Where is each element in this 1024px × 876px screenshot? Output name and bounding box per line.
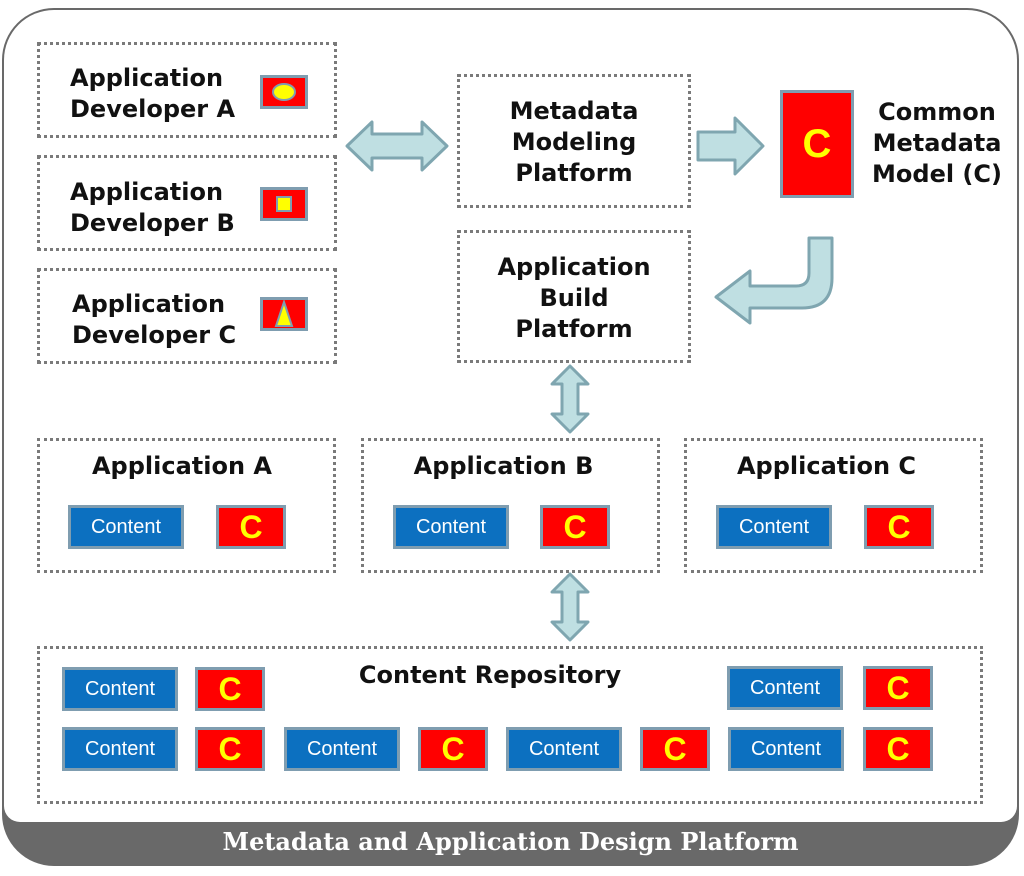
square-icon [260,187,308,221]
repository-content-item: Content [62,667,178,711]
common-model-block: C [780,90,854,198]
content-repository-box [37,646,983,804]
application-b-title: Application B [413,452,594,480]
developer-a-line2: Developer A [70,95,236,123]
developer-a-box [37,42,337,138]
build-platform-line3: Platform [515,315,633,343]
developer-b-line2: Developer B [70,209,235,237]
developer-b-line1: Application [70,178,224,206]
developer-b-box [37,155,337,251]
triangle-icon [260,297,308,331]
repository-content-item: Content [62,727,178,771]
build-platform-line2: Build [539,284,609,312]
repository-content-item: Content [728,727,844,771]
developer-c-line1: Application [72,290,226,318]
developer-b-label: Application Developer B [70,177,235,239]
repository-model-item: C [418,727,488,771]
application-a-content: Content [68,505,184,549]
common-model-label: Common Metadata Model (C) [862,97,1012,190]
diagram-caption: Metadata and Application Design Platform [222,827,799,856]
developer-c-label: Application Developer C [72,289,236,351]
modeling-platform-label: Metadata Modeling Platform [457,96,691,189]
repository-model-item: C [195,667,265,711]
developer-a-label: Application Developer A [70,63,235,125]
build-platform-box [457,230,691,363]
repository-model-item: C [195,727,265,771]
repository-content-item: Content [284,727,400,771]
build-platform-line1: Application [497,253,651,281]
developer-c-box [37,268,337,364]
common-model-line1: Common [878,98,996,126]
repository-model-item: C [863,727,933,771]
repository-content-item: Content [506,727,622,771]
developer-a-line1: Application [70,64,224,92]
repository-model-item: C [640,727,710,771]
common-model-line2: Metadata [872,129,1002,157]
build-platform-label: Application Build Platform [457,252,691,345]
content-repository-title: Content Repository [358,661,622,689]
application-a-box [37,438,336,573]
application-b-model: C [540,505,610,549]
modeling-platform-line2: Modeling [511,128,637,156]
application-a-title: Application A [91,452,272,480]
developer-c-line2: Developer C [72,321,237,349]
application-c-box [684,438,983,573]
circle-icon [260,75,308,109]
application-b-box [361,438,660,573]
common-model-line3: Model (C) [872,160,1002,188]
application-c-model: C [864,505,934,549]
modeling-platform-line1: Metadata [509,97,639,125]
repository-content-item: Content [727,666,843,710]
application-a-model: C [216,505,286,549]
arrow-model-to-build [714,236,834,325]
double-arrow-developers-modeling [345,120,449,172]
double-arrow-build-application-b [550,364,590,434]
repository-model-item: C [863,666,933,710]
application-c-content: Content [716,505,832,549]
arrow-modeling-to-model [696,116,765,176]
modeling-platform-line3: Platform [515,159,633,187]
application-c-title: Application C [736,452,917,480]
double-arrow-application-b-repository [550,572,590,642]
application-b-content: Content [393,505,509,549]
modeling-platform-box [457,74,691,208]
